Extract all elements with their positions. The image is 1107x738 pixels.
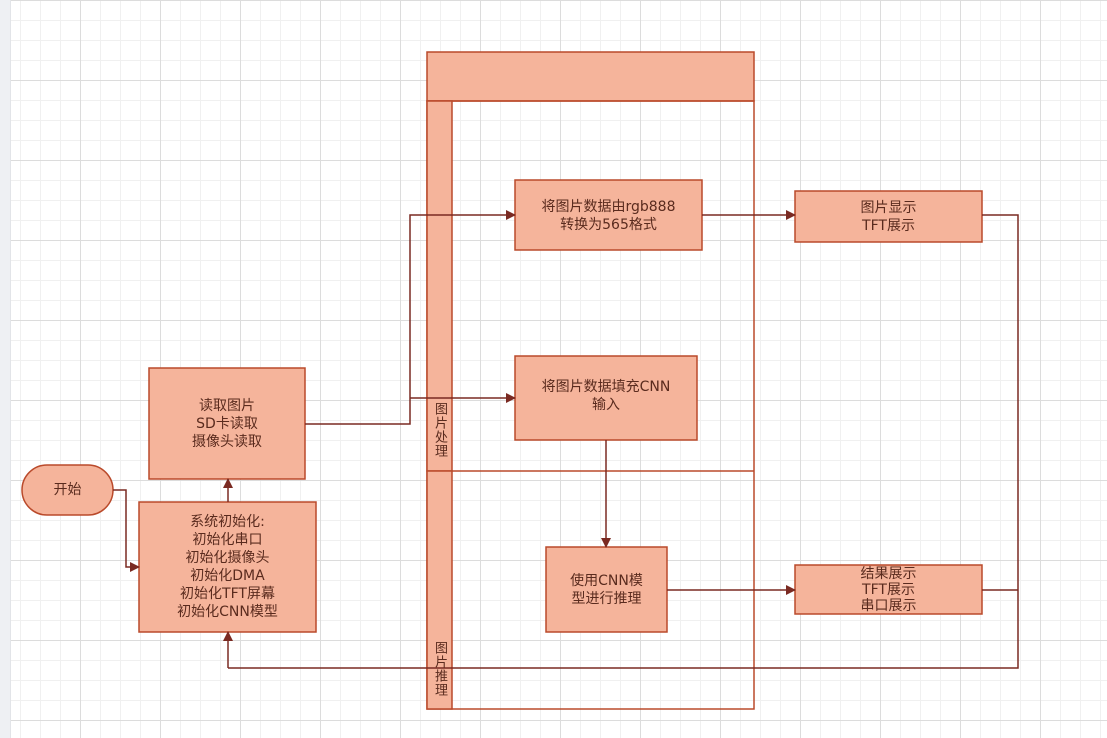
node-label-line: TFT展示 (862, 581, 915, 598)
node-label-line: 使用CNN模 (570, 572, 643, 589)
node-label-line: 初始化串口 (192, 532, 263, 548)
read-image-node-shape[interactable] (148, 367, 306, 480)
node-label-line: 将图片数据由rgb888 (541, 199, 676, 215)
result-display-node-shape[interactable] (794, 564, 983, 615)
node-label-line: 将图片数据填充CNN (541, 379, 671, 395)
node-label-line: SD卡读取 (196, 415, 258, 432)
node-label-line: 串口展示 (860, 597, 917, 614)
node-label-line: 系统初始化: (190, 514, 265, 530)
lane-label-image-inference: 图片推理 (432, 641, 447, 697)
edge-read-image-to-convert-format[interactable] (305, 210, 516, 425)
convert-format-node-shape[interactable] (514, 179, 703, 251)
node-label-line: 结果展示 (860, 565, 917, 582)
node-label-line: 初始化TFT屏幕 (180, 586, 275, 602)
lane-label-image-processing: 图片处理 (432, 402, 447, 458)
node-label-line: 读取图片 (199, 397, 255, 414)
system-init-node[interactable]: 系统初始化: 初始化串口初始化摄像头初始化DMA 初始化TFT屏幕初始化CNN模型 (139, 502, 316, 632)
lane-header-image-inference (426, 470, 453, 710)
node-label-line: 初始化DMA (190, 568, 265, 584)
node-label-line: 初始化摄像头 (185, 550, 270, 566)
edge-image-display-loop-back[interactable] (228, 214, 1019, 669)
editor-left-strip (0, 0, 11, 738)
fill-cnn-input-node-shape[interactable] (514, 355, 698, 441)
node-label-line: 摄像头读取 (192, 433, 262, 450)
node-label-line: TFT展示 (862, 217, 915, 234)
start-node[interactable]: 开始 (22, 465, 113, 515)
node-label-line: 开始 (53, 482, 82, 498)
node-label-line: 初始化CNN模型 (177, 604, 278, 620)
pool-header (426, 51, 755, 102)
node-label-line: 型进行推理 (571, 590, 642, 607)
convert-format-node[interactable]: 将图片数据由rgb888 转换为565格式 (515, 180, 702, 250)
image-display-node-shape[interactable] (794, 190, 983, 243)
node-label-line: 输入 (592, 397, 620, 413)
node-label-line: 图片显示 (860, 199, 917, 216)
node-label-line: 转换为565格式 (560, 217, 657, 233)
fill-cnn-input-node[interactable]: 将图片数据填充CNN 输入 (515, 356, 697, 440)
cnn-inference-node[interactable]: 使用CNN模型进行推理 (546, 547, 667, 632)
edge-start-to-system-init[interactable] (113, 489, 140, 572)
